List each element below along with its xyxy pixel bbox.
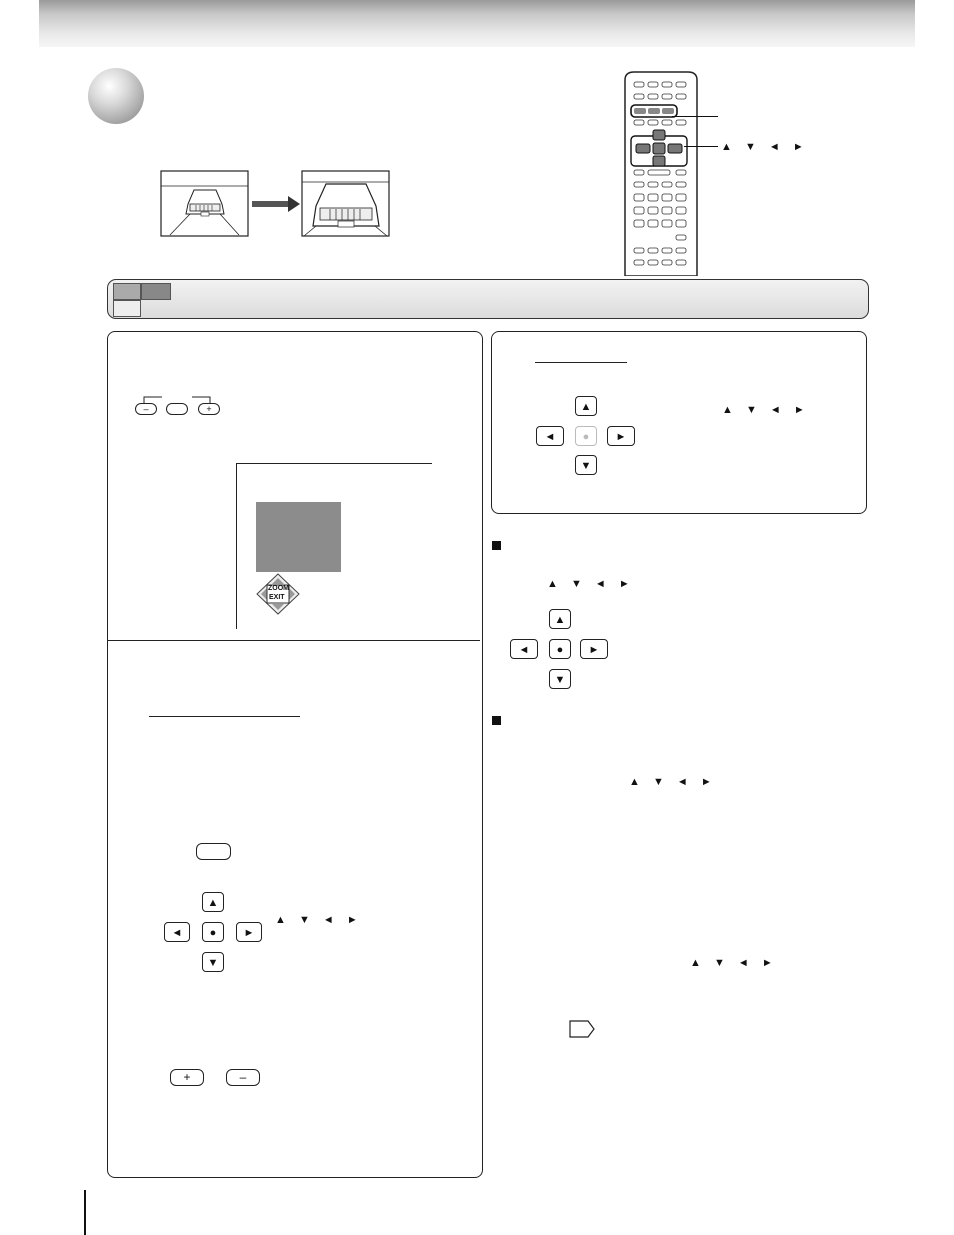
arrow-keys-label: ▲ ▼ ◄ ► [690, 957, 778, 969]
section-bullet [492, 716, 501, 725]
left-key[interactable]: ◄ [536, 426, 564, 446]
remote-arrow-keys-label: ▲ ▼ ◄ ► [721, 141, 809, 153]
car-zoomed-image [301, 170, 390, 237]
arrow-keys-label: ▲ ▼ ◄ ► [275, 914, 363, 926]
steps-panel-right [491, 331, 867, 514]
arrow-keys-label: ▲ ▼ ◄ ► [722, 404, 810, 416]
plus-button[interactable]: + [170, 1069, 204, 1086]
enter-key[interactable]: ● [549, 639, 571, 659]
heading-underline [149, 716, 300, 717]
down-key[interactable]: ▼ [202, 952, 224, 972]
disc-type-strip [107, 279, 869, 319]
arrow-keys-label: ▲ ▼ ◄ ► [547, 578, 635, 590]
minus-button[interactable]: – [226, 1069, 260, 1086]
remote-callout-line [684, 146, 718, 147]
osd-exit-label: EXIT [269, 594, 285, 601]
remote-control-illustration [624, 71, 698, 276]
page-reference-tag-icon [569, 1020, 595, 1038]
up-key[interactable]: ▲ [575, 396, 597, 416]
enter-key-disabled: ● [575, 426, 597, 446]
up-key[interactable]: ▲ [202, 892, 224, 912]
arrow-keys-label: ▲ ▼ ◄ ► [629, 776, 717, 788]
left-key[interactable]: ◄ [510, 639, 538, 659]
zoom-buttons-illustration [143, 396, 211, 403]
osd-frame-top [236, 463, 432, 464]
down-key[interactable]: ▼ [549, 669, 571, 689]
osd-zoom-label: ZOOM [268, 585, 289, 592]
section-bullet [492, 541, 501, 550]
enter-button[interactable] [196, 843, 231, 860]
zoom-illustration [160, 170, 390, 237]
disc-chip [141, 283, 171, 300]
up-key[interactable]: ▲ [549, 609, 571, 629]
disc-chip [113, 300, 141, 317]
enter-key[interactable]: ● [202, 922, 224, 942]
right-key[interactable]: ► [580, 639, 608, 659]
steps-panel-left [107, 331, 483, 1178]
panel-divider [108, 640, 480, 641]
left-key[interactable]: ◄ [164, 922, 190, 942]
car-normal-image [160, 170, 249, 237]
zoom-minus-button[interactable]: – [135, 403, 157, 415]
down-key[interactable]: ▼ [575, 455, 597, 475]
zoom-button[interactable] [166, 403, 188, 415]
zoom-exit-osd-icon [256, 573, 300, 615]
zoom-arrow-icon [252, 196, 300, 212]
section-bullet-sphere [88, 68, 144, 124]
osd-frame-left [236, 463, 237, 629]
zoom-plus-button[interactable]: + [198, 403, 220, 415]
page-margin-rule [84, 1190, 86, 1235]
heading-underline [535, 362, 627, 363]
page-header-bar [39, 0, 915, 47]
disc-chip [113, 283, 141, 300]
right-key[interactable]: ► [607, 426, 635, 446]
osd-zoom-area [256, 502, 341, 572]
remote-callout-line [672, 116, 718, 117]
right-key[interactable]: ► [236, 922, 262, 942]
